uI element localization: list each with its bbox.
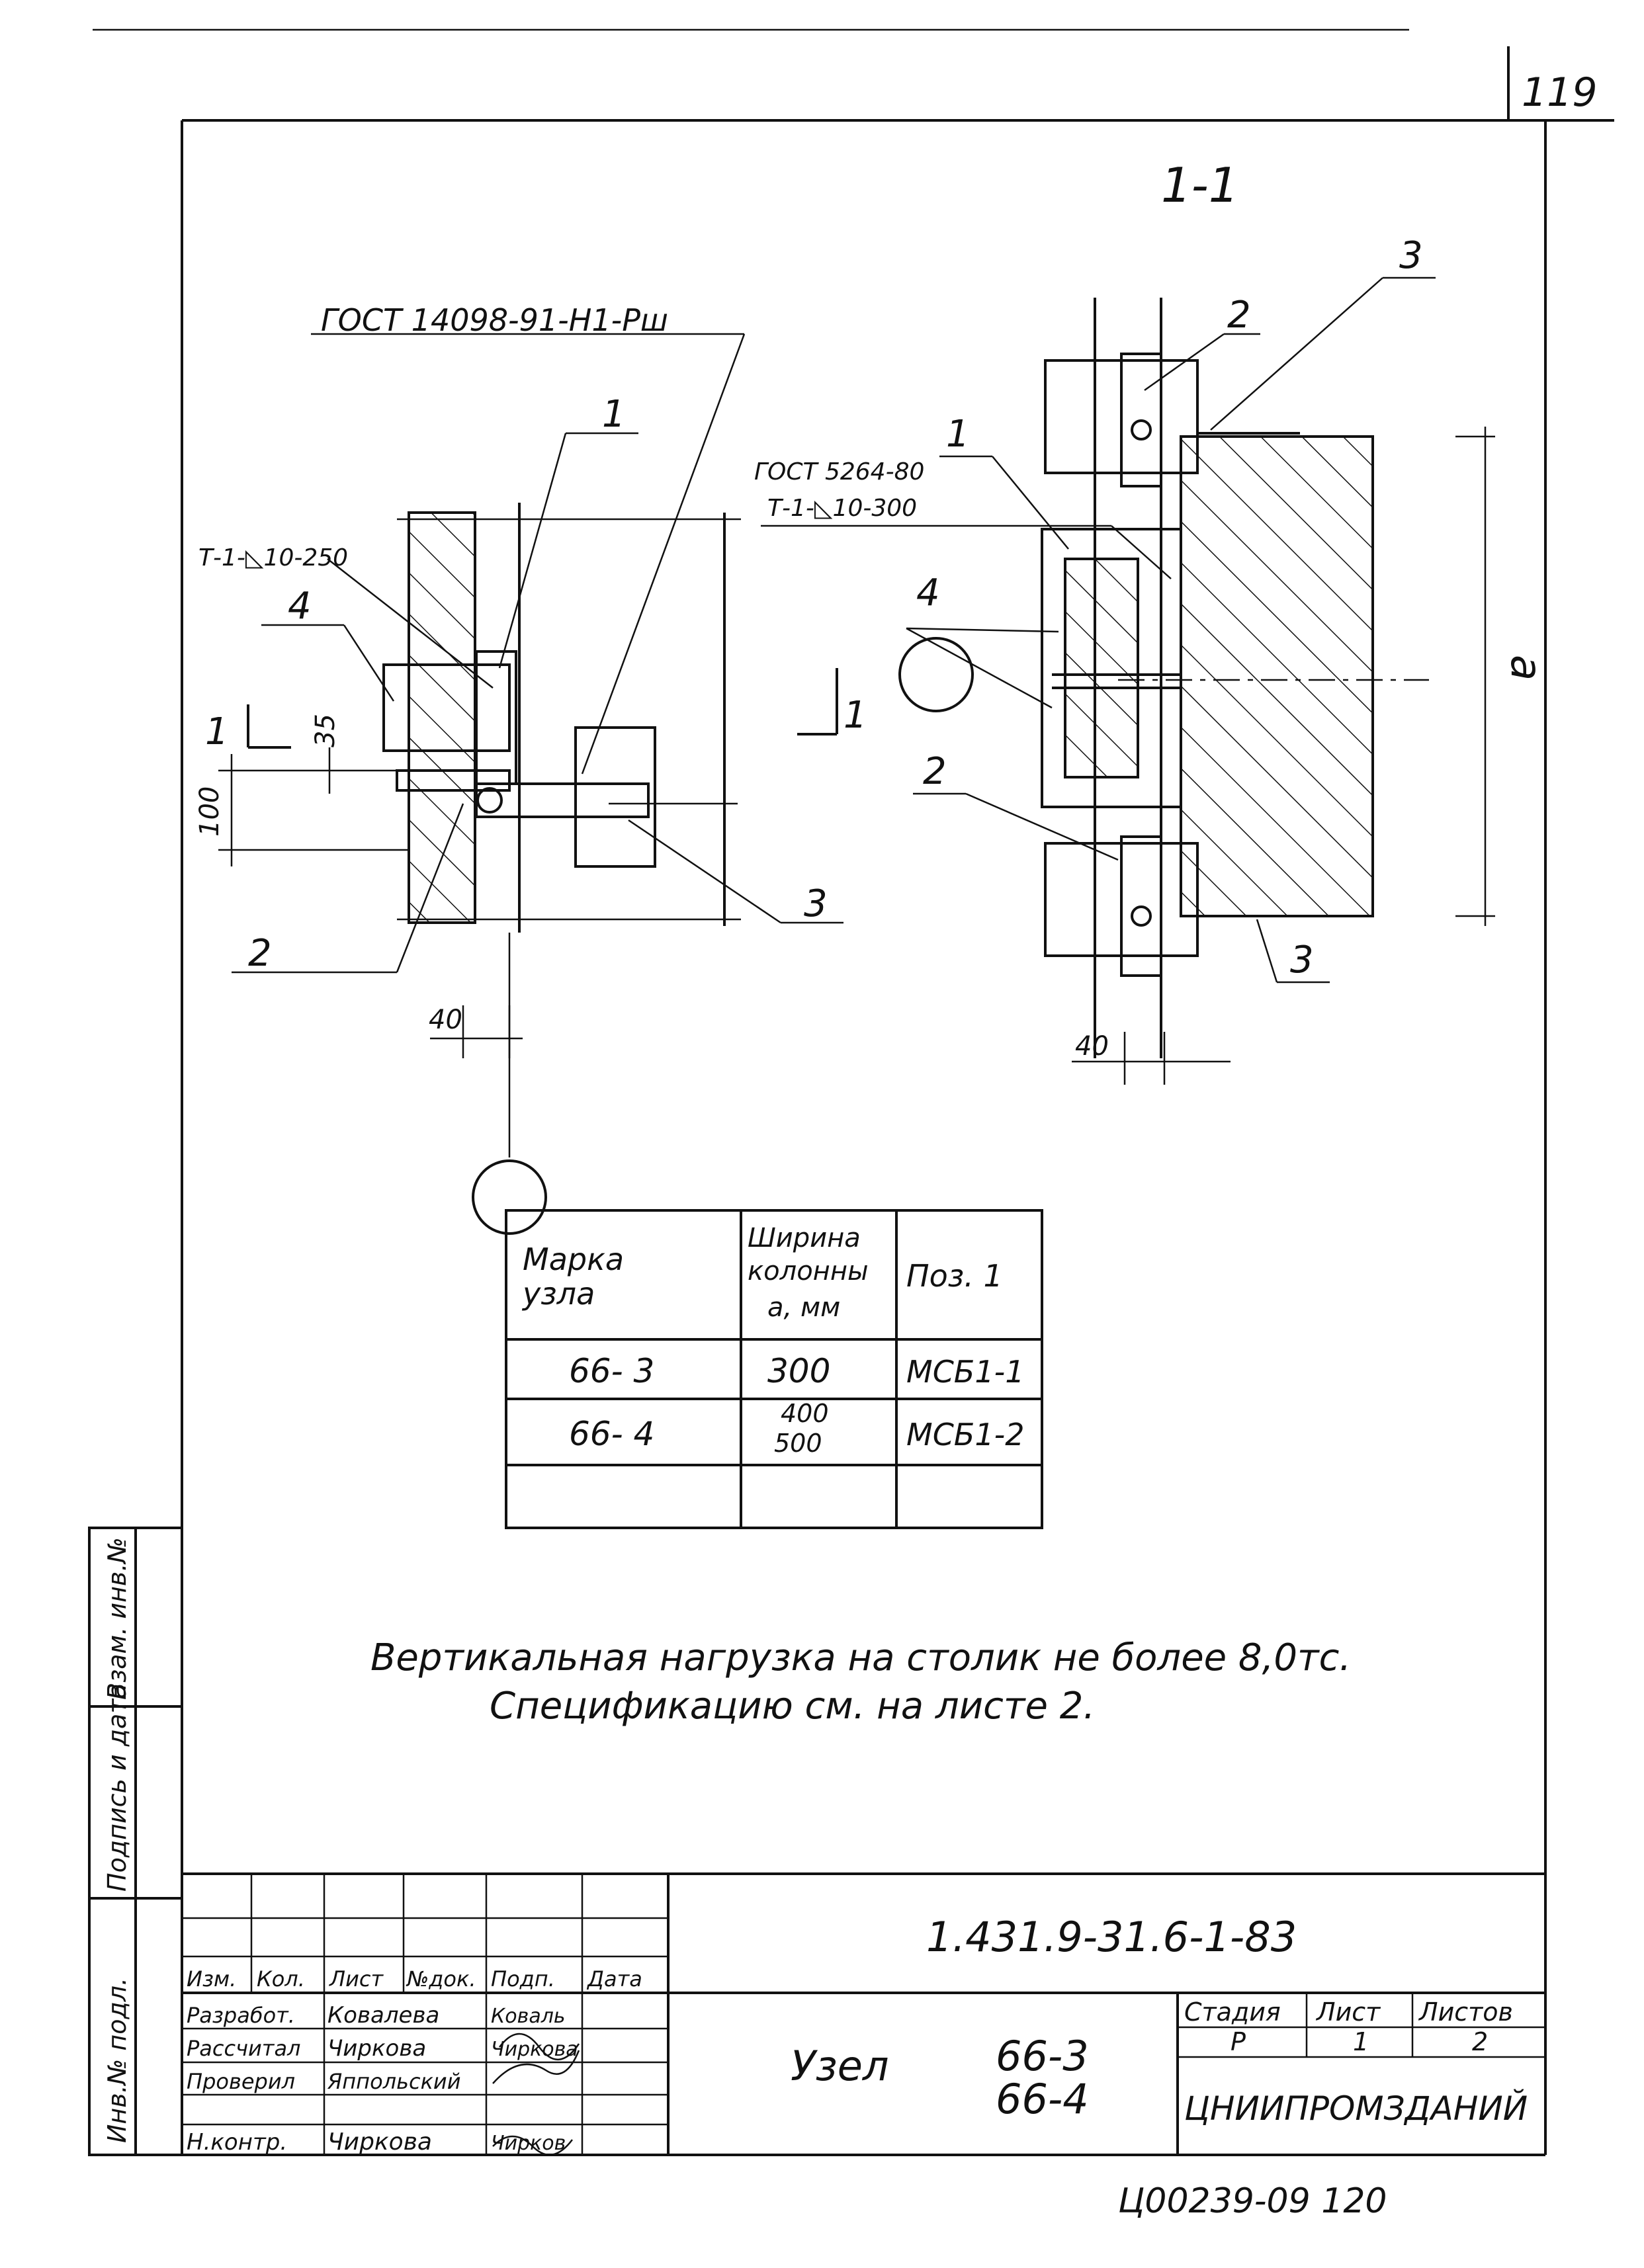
table-header-mark-l1: Марка	[523, 1241, 624, 1277]
tb-header-podp: Подп.	[491, 1966, 555, 1992]
note-line-2: Спецификацию см. на листе 2.	[490, 1685, 1095, 1728]
pos-2-right-bottom: 2	[923, 750, 947, 793]
strip-sign-date: Подпись и дата	[103, 1683, 132, 1892]
strip-inv-podl: Инв.№ подл.	[103, 1978, 132, 2143]
pos-3-left: 3	[804, 882, 828, 925]
tb-header-ndok: №док.	[406, 1966, 476, 1992]
pos-2-left: 2	[248, 932, 272, 975]
table-cell-width-1: 300	[767, 1352, 830, 1390]
doc-code: 1.431.9-31.6-1-83	[926, 1913, 1297, 1961]
sheet-number: 119	[1522, 69, 1598, 116]
dim-35: 35	[310, 714, 341, 747]
tb-sign-1: Коваль	[491, 2005, 566, 2028]
spec-table-grid	[505, 1209, 1043, 1529]
tb-name-5: Чиркова	[327, 2128, 432, 2156]
bracket-plate-pos4	[382, 663, 511, 752]
pos-4-right: 4	[916, 571, 940, 614]
left-detail-view	[218, 333, 844, 1235]
column-section-right	[1180, 435, 1374, 917]
pos-1-right: 1	[946, 413, 970, 456]
tb-name-3: Яппольский	[327, 2069, 460, 2094]
pos-3-right-top: 3	[1399, 234, 1423, 277]
tb-sign-5: Чирков	[491, 2132, 566, 2155]
sheets-value: 2	[1472, 2027, 1488, 2056]
bottom-archive-code: Ц00239-09 120	[1118, 2181, 1387, 2221]
table-cell-width-2b: 500	[774, 1429, 822, 1458]
pos-2-right-top: 2	[1227, 294, 1251, 337]
dim-a: a	[1501, 655, 1550, 681]
title-word: Узел	[791, 2042, 889, 2090]
sheet-value: 1	[1353, 2027, 1369, 2056]
tb-role-2: Рассчитал	[187, 2036, 301, 2061]
note-line-1: Вертикальная нагрузка на столик не более…	[370, 1636, 1351, 1679]
axis-bubble-left	[472, 1159, 547, 1235]
pos-4-left: 4	[288, 585, 312, 628]
weld-2-label: Т-1-◺10-300	[767, 495, 917, 522]
dim-40-right: 40	[1075, 1031, 1109, 1062]
title-node-2: 66-4	[996, 2075, 1089, 2123]
bracket-table	[396, 769, 511, 792]
signatures	[492, 2033, 580, 2156]
table-cell-width-2a: 400	[781, 1399, 829, 1428]
beam-end	[574, 726, 656, 868]
title-block-grid	[182, 1872, 1545, 2155]
table-header-pos: Поз. 1	[906, 1258, 1003, 1294]
gost-weld-1-label: ГОСТ 14098-91-Н1-Рш	[321, 302, 668, 338]
gost-weld-2-label: ГОСТ 5264-80	[754, 458, 924, 485]
stage-header: Стадия	[1184, 1997, 1281, 2027]
tb-role-1: Разработ.	[187, 2003, 295, 2028]
org-name: ЦНИИПРОМЗДАНИЙ	[1184, 2089, 1528, 2128]
stage-value: Р	[1231, 2027, 1246, 2056]
pos-3-right-bottom: 3	[1290, 939, 1314, 982]
tb-name-1: Ковалева	[327, 2002, 439, 2029]
title-node-1: 66-3	[996, 2032, 1089, 2080]
tb-header-list: Лист	[329, 1966, 384, 1992]
table-header-width-l1: Ширина	[748, 1223, 861, 1253]
left-strip-grid	[88, 1527, 183, 2156]
dim-100: 100	[195, 786, 225, 837]
tb-header-izm: Изм.	[187, 1966, 236, 1992]
table-cell-mark-2: 66- 4	[569, 1415, 654, 1453]
center-plate	[1041, 528, 1182, 808]
weld-1-label: Т-1-◺10-250	[198, 544, 348, 571]
tb-role-3: Проверил	[187, 2069, 295, 2094]
section-label: 1-1	[1161, 157, 1239, 213]
tb-role-5: Н.контр.	[187, 2129, 287, 2156]
table-cell-pos-2: МСБ1-2	[906, 1417, 1025, 1452]
strip-vzam: Взам. инв.№	[103, 1537, 132, 1700]
table-header-width-l2: колонны	[748, 1256, 869, 1286]
axis-bubble-right	[898, 637, 974, 712]
tb-name-2: Чиркова	[327, 2035, 426, 2062]
table-cell-mark-1: 66- 3	[569, 1352, 654, 1390]
tb-sign-2: Чиркова	[491, 2038, 578, 2061]
right-section-view	[761, 276, 1495, 1085]
sheet-header: Лист	[1315, 1997, 1381, 2027]
table-header-width-l3: a, мм	[767, 1292, 840, 1323]
sheets-header: Листов	[1418, 1997, 1513, 2027]
table-cell-pos-1: МСБ1-1	[906, 1354, 1025, 1390]
dim-40-left: 40	[429, 1005, 462, 1035]
table-header-mark-l2: узла	[521, 1276, 595, 1312]
tb-header-kol: Кол.	[257, 1966, 305, 1992]
cut-mark-left: 1	[205, 710, 229, 753]
pos-1-left: 1	[602, 393, 626, 436]
tb-header-data: Дата	[586, 1966, 642, 1992]
cut-mark-right: 1	[844, 694, 867, 737]
